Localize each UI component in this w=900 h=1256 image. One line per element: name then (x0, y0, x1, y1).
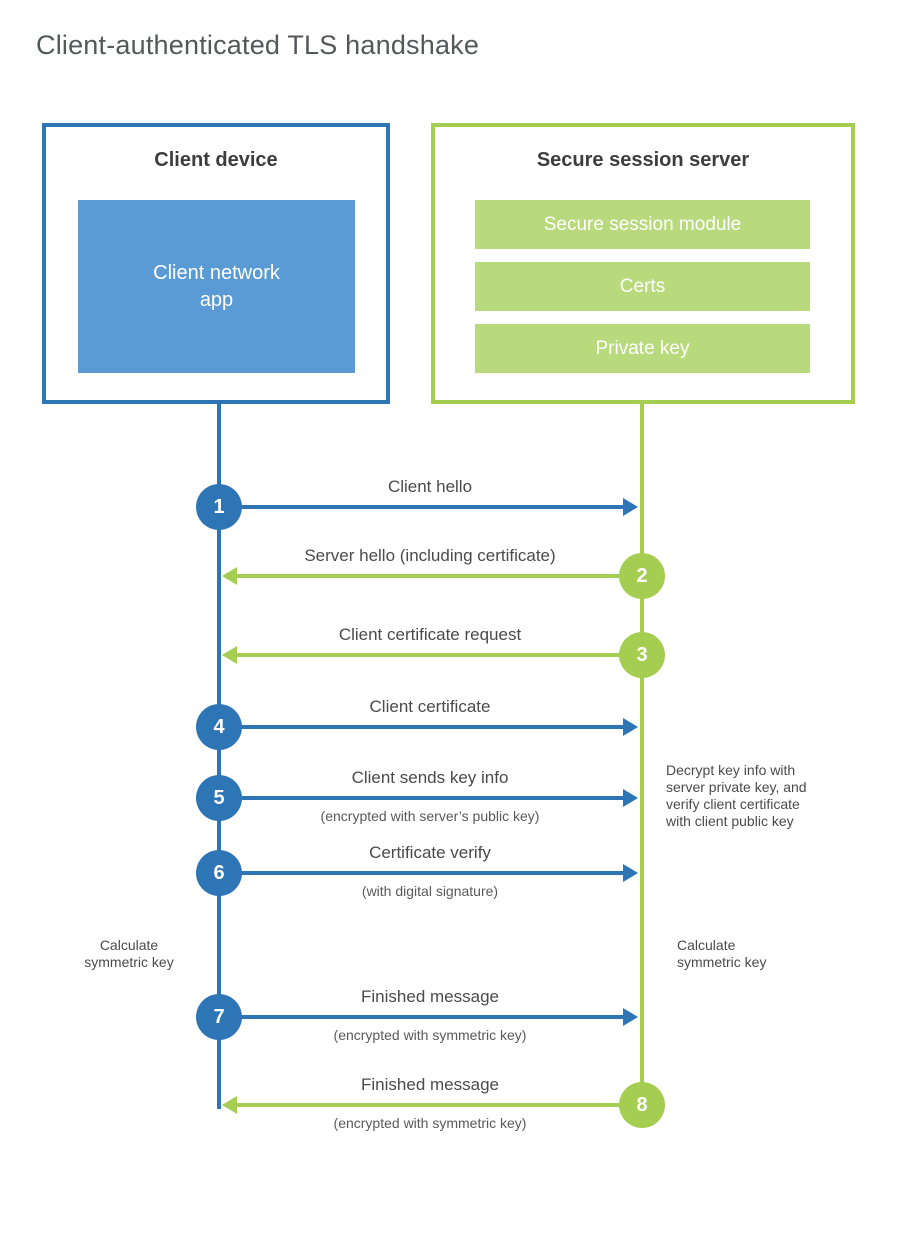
arrow-left-icon (222, 646, 237, 664)
step-3-number-badge: 3 (619, 632, 665, 678)
step-5-number-badge: 5 (196, 775, 242, 821)
step-6-arrow-line (242, 871, 623, 875)
calculate-symmetric-key-note-server: Calculate symmetric key (677, 937, 767, 970)
page-title: Client-authenticated TLS handshake (36, 30, 480, 60)
step-8-sublabel: (encrypted with symmetric key) (333, 1115, 527, 1131)
server-module-secure-session: Secure session module (475, 200, 810, 249)
step-8-number-badge: 8 (619, 1082, 665, 1128)
decrypt-key-note: Decrypt key info with server private key… (666, 762, 807, 829)
step-7-number-badge: 7 (196, 994, 242, 1040)
server-module-certs: Certs (475, 262, 810, 311)
arrow-right-icon (623, 789, 638, 807)
server-module-private-key: Private key (475, 324, 810, 373)
client-device-title: Client device (154, 149, 278, 171)
step-8-arrow-line (237, 1103, 619, 1107)
arrow-left-icon (222, 567, 237, 585)
step-1-label: Client hello (387, 477, 473, 496)
step-8-label: Finished message (361, 1075, 499, 1094)
step-3-arrow-line (237, 653, 619, 657)
step-1-arrow-line (242, 505, 623, 509)
arrow-left-icon (222, 1096, 237, 1114)
step-1-number-badge: 1 (196, 484, 242, 530)
calculate-symmetric-key-note-client: Calculate symmetric key (84, 937, 174, 970)
client-network-app-box: Client network app (78, 200, 355, 373)
arrow-right-icon (623, 864, 638, 882)
step-2-number-badge: 2 (619, 553, 665, 599)
step-2-arrow-line (237, 574, 619, 578)
step-5-sublabel: (encrypted with server’s public key) (320, 808, 540, 824)
step-7-sublabel: (encrypted with symmetric key) (333, 1027, 527, 1043)
step-5-label: Client sends key info (351, 768, 509, 787)
arrow-right-icon (623, 718, 638, 736)
step-6-label: Certificate verify (369, 843, 491, 862)
step-4-arrow-line (242, 725, 623, 729)
step-3-label: Client certificate request (338, 625, 522, 644)
arrow-right-icon (623, 498, 638, 516)
step-6-number-badge: 6 (196, 850, 242, 896)
server-lifeline (640, 404, 644, 1105)
step-5-arrow-line (242, 796, 623, 800)
step-4-label: Client certificate (369, 697, 491, 716)
step-7-label: Finished message (361, 987, 499, 1006)
client-lifeline (217, 404, 221, 1109)
arrow-right-icon (623, 1008, 638, 1026)
secure-session-server-title: Secure session server (536, 149, 750, 171)
step-2-label: Server hello (including certificate) (304, 546, 556, 565)
step-6-sublabel: (with digital signature) (361, 883, 499, 899)
step-4-number-badge: 4 (196, 704, 242, 750)
step-7-arrow-line (242, 1015, 623, 1019)
